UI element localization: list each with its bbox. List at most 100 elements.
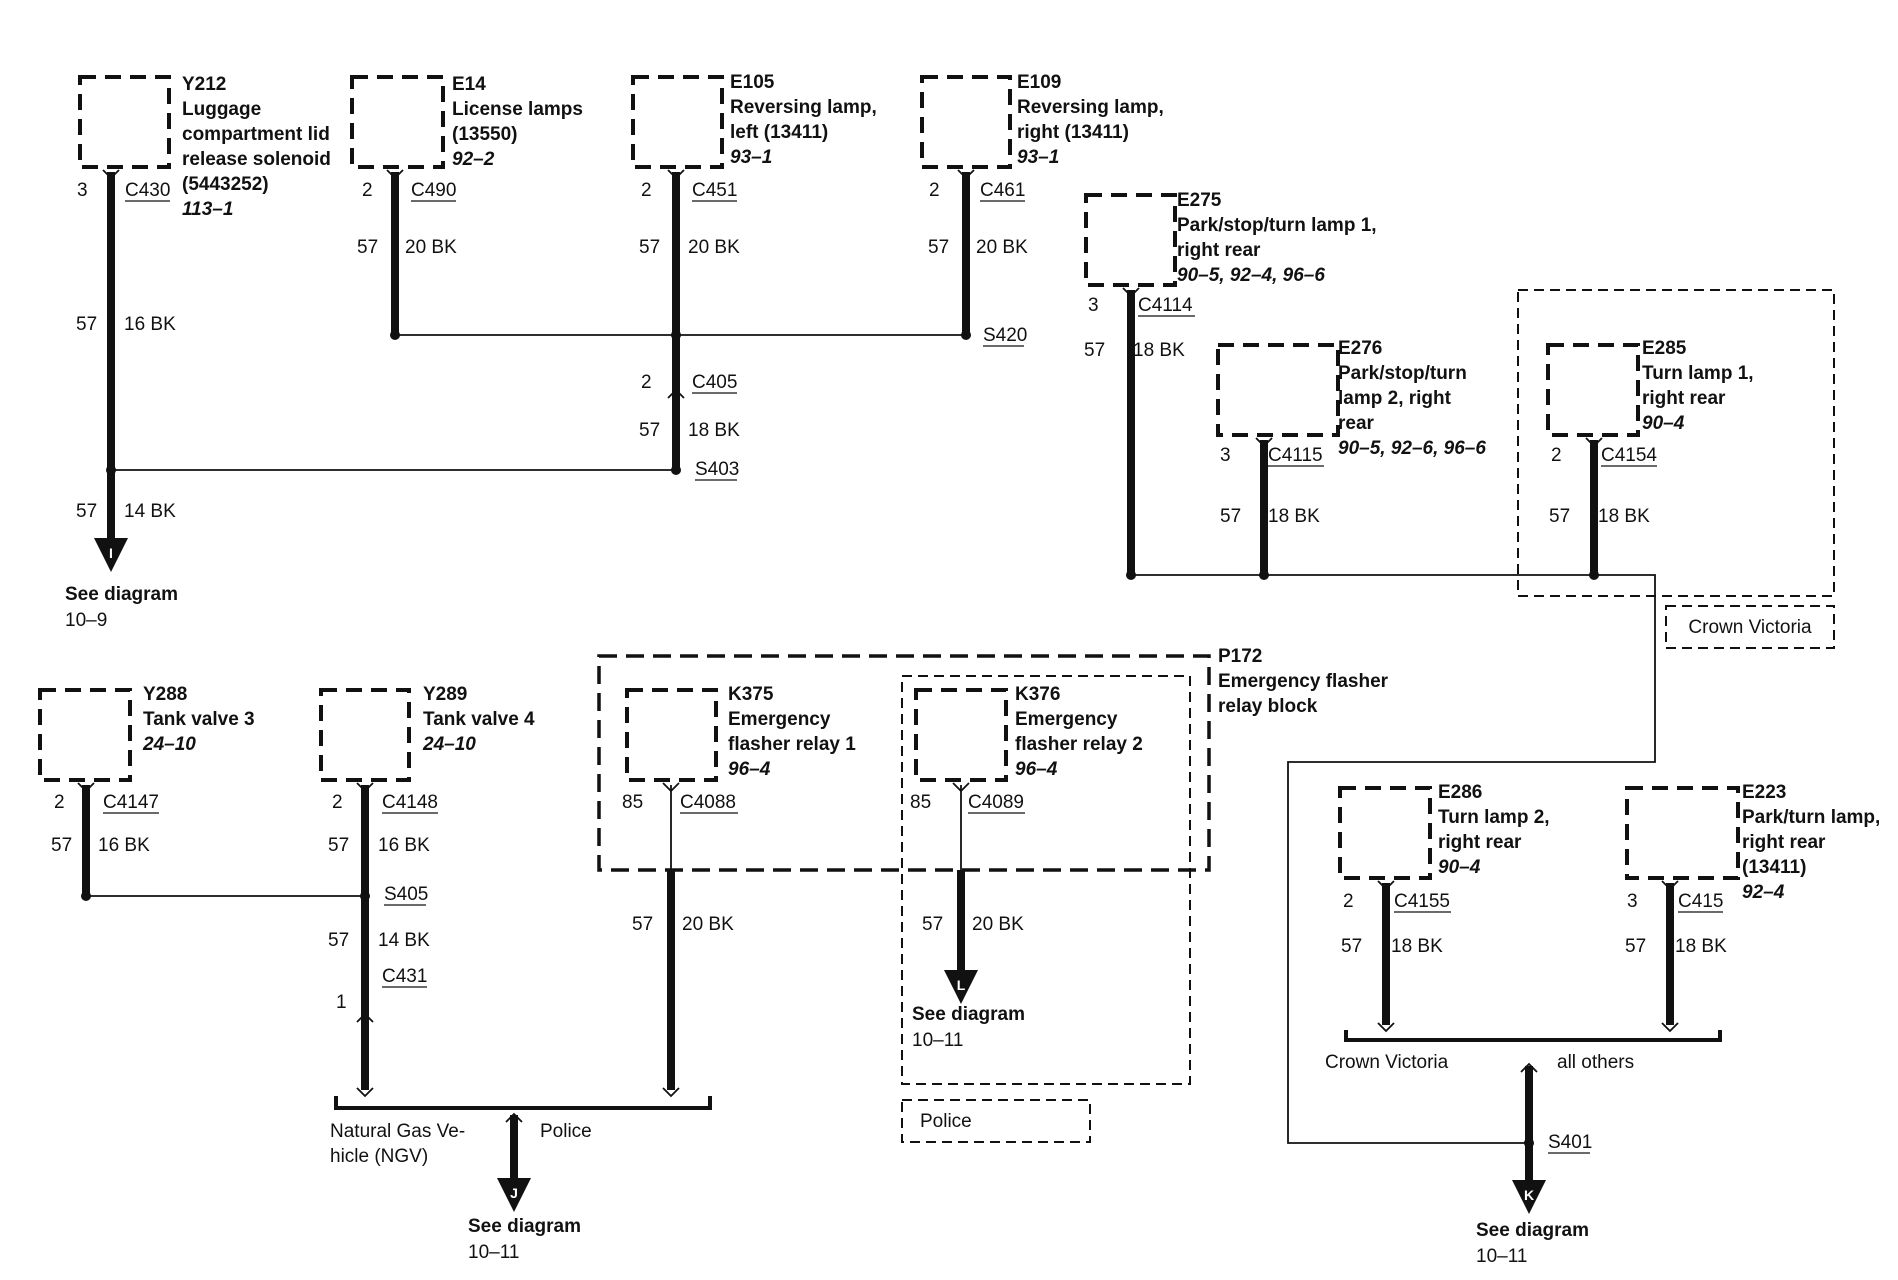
option-chevron-j <box>505 1112 523 1123</box>
circuit-number: 57 <box>1549 506 1570 527</box>
component-name: right rear <box>1642 388 1726 409</box>
reference-letter-k: K <box>1524 1187 1534 1203</box>
connector-label-c405: C405 <box>692 372 737 393</box>
pin-c4147: 2 <box>54 792 65 813</box>
page-reference: 93–1 <box>730 147 772 168</box>
splice-label-s401: S401 <box>1548 1132 1592 1153</box>
junction-dot-e275 <box>1126 570 1136 580</box>
option-label-line: Natural Gas Ve- <box>330 1121 465 1142</box>
wire-spec: 20 BK <box>405 237 457 258</box>
page-reference: 96–4 <box>1015 759 1058 780</box>
component-name: (13550) <box>452 124 518 145</box>
connector-label-c490: C490 <box>411 180 456 201</box>
connector-chevron-c405 <box>667 388 685 399</box>
component-name: Reversing lamp, <box>1017 97 1164 118</box>
circuit-number: 57 <box>76 314 97 335</box>
component-box-y212 <box>78 75 171 169</box>
reference-page: 10–11 <box>468 1242 519 1263</box>
component-id: K376 <box>1015 684 1060 705</box>
component-id: Y288 <box>143 684 187 705</box>
component-name: lamp 2, right <box>1338 388 1452 409</box>
police-option-box <box>901 1099 1091 1143</box>
component-name: right rear <box>1177 240 1261 261</box>
pin-c430: 3 <box>77 180 88 201</box>
circuit-number: 57 <box>328 835 349 856</box>
wire-spec: 14 BK <box>124 501 176 522</box>
circuit-number: 57 <box>928 237 949 258</box>
pin-c415: 3 <box>1627 891 1638 912</box>
option-chevron-e223 <box>1661 1022 1679 1033</box>
reference-arrow-j <box>497 1178 531 1212</box>
page-reference: 96–4 <box>728 759 771 780</box>
junction-dot-e285 <box>1589 570 1599 580</box>
component-name: Turn lamp 1, <box>1642 363 1754 384</box>
component-box-e285 <box>1546 343 1640 437</box>
component-label-e285: E285 Turn lamp 1, right rear 90–4 <box>1642 338 1759 434</box>
component-name: Luggage <box>182 99 261 120</box>
page-reference: 90–5, 92–6, 96–6 <box>1338 438 1486 459</box>
page-reference: 90–4 <box>1642 413 1685 434</box>
component-name: right (13411) <box>1017 122 1129 143</box>
connector-chevron-c415 <box>1661 880 1679 891</box>
component-label-k375: K375 Emergency flasher relay 1 96–4 <box>728 684 861 780</box>
circuit-number: 57 <box>357 237 378 258</box>
wire-spec: 20 BK <box>682 914 734 935</box>
page-reference: 113–1 <box>182 199 233 220</box>
pin-c4154: 2 <box>1551 445 1562 466</box>
option-label-all-others: all others <box>1557 1052 1634 1073</box>
wire-spec: 14 BK <box>378 930 430 951</box>
splice-dot-s405 <box>360 891 370 901</box>
junction-dot-e105 <box>671 330 681 340</box>
option-chevron-k375 <box>662 1087 680 1098</box>
connector-chevron-c461 <box>957 169 975 180</box>
circuit-number: 57 <box>1084 340 1105 361</box>
wire-spec: 18 BK <box>1391 936 1443 957</box>
component-id: E276 <box>1338 338 1382 359</box>
connector-chevron-c4148 <box>356 782 374 793</box>
option-label-crown-victoria: Crown Victoria <box>1325 1052 1449 1073</box>
component-name: Park/stop/turn lamp 1, <box>1177 215 1377 236</box>
component-box-y288 <box>38 688 132 782</box>
connector-label-c4154: C4154 <box>1601 445 1657 466</box>
pin-c4114: 3 <box>1088 295 1099 316</box>
component-label-e105: E105 Reversing lamp, left (13411) 93–1 <box>730 72 882 168</box>
reference-page: 10–9 <box>65 610 107 631</box>
reference-arrow-l <box>944 970 978 1004</box>
reference-label-j: See diagram 10–11 <box>468 1216 586 1263</box>
component-name: right rear <box>1742 832 1826 853</box>
option-box-label-crown-victoria: Crown Victoria <box>1688 617 1812 638</box>
component-label-y288: Y288 Tank valve 3 24–10 <box>142 684 260 755</box>
page-reference: 92–4 <box>1742 882 1785 903</box>
reference-page: 10–11 <box>912 1030 963 1051</box>
option-bus-cv-others <box>1344 1030 1722 1042</box>
connector-label-c4115: C4115 <box>1268 445 1323 466</box>
component-box-e286 <box>1338 786 1432 880</box>
circuit-number: 57 <box>76 501 97 522</box>
component-id: E286 <box>1438 782 1482 803</box>
component-name: relay block <box>1218 696 1318 717</box>
connector-chevron-c4088 <box>662 782 680 793</box>
connector-chevron-c4114 <box>1122 287 1140 298</box>
component-id: E223 <box>1742 782 1786 803</box>
reference-label-k: See diagram 10–11 <box>1476 1220 1594 1267</box>
junction-dot-y212 <box>106 465 116 475</box>
connector-chevron-c430 <box>102 169 120 180</box>
pin-c4088: 85 <box>622 792 643 813</box>
connector-chevron-c4089 <box>952 782 970 793</box>
connector-label-c4148: C4148 <box>382 792 438 813</box>
component-label-e276: E276 Park/stop/turn lamp 2, right rear 9… <box>1338 338 1486 459</box>
reference-title: See diagram <box>468 1216 581 1237</box>
component-name: (5443252) <box>182 174 269 195</box>
pin-c451: 2 <box>641 180 652 201</box>
component-id: K375 <box>728 684 774 705</box>
connector-label-c4089: C4089 <box>968 792 1024 813</box>
relay-block-label-p172: P172 Emergency flasher relay block <box>1218 646 1393 717</box>
option-chevron-y289 <box>356 1087 374 1098</box>
police-option-region <box>901 675 1191 1085</box>
option-chevron-k <box>1520 1062 1538 1073</box>
connector-chevron-c4115 <box>1255 437 1273 448</box>
component-name: flasher relay 1 <box>728 734 856 755</box>
wire-spec: 18 BK <box>1133 340 1185 361</box>
component-name: rear <box>1338 413 1375 434</box>
splice-label-s403: S403 <box>695 459 739 480</box>
